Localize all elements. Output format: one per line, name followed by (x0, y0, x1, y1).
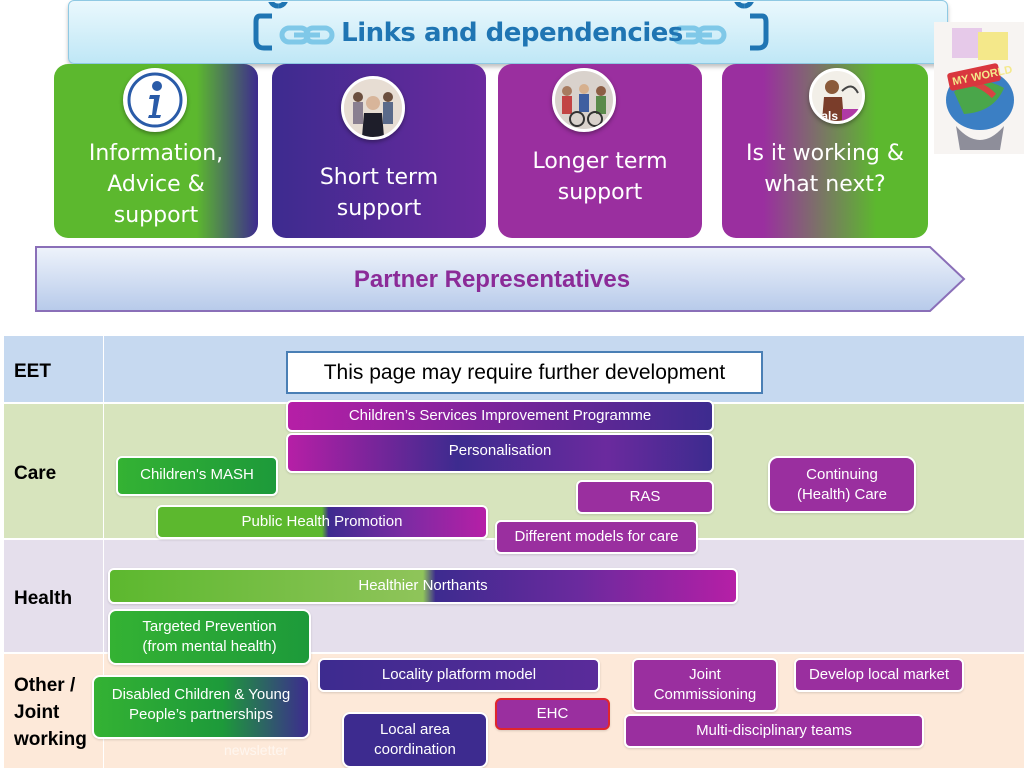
newsletter-text: newsletter (224, 742, 288, 758)
box-mash-label: Children's MASH (140, 466, 254, 483)
stage-card-what-next: Is it working & what next? (722, 64, 928, 238)
box-ehc: EHC (495, 698, 610, 730)
box-local-area-label-2: coordination (374, 741, 456, 758)
box-healthier-label: Healthier Northants (358, 577, 488, 594)
box-different-models-label: Different models for care (514, 528, 679, 545)
row-header-eet (4, 336, 104, 402)
row-label-health: Health (14, 588, 73, 609)
development-notice: This page may require further developmen… (286, 351, 763, 394)
partner-arrow-label: Partner Representatives (353, 266, 631, 293)
row-header-care (4, 404, 104, 538)
people-photo (341, 76, 405, 140)
row-label-other-2: Joint (14, 702, 60, 723)
box-joint-comm-label-2: Commissioning (653, 686, 757, 703)
group-photo (552, 68, 616, 132)
box-different-models: Different models for care (495, 520, 698, 554)
my-world-sculpture-image: MY WORLD (934, 22, 1024, 154)
row-label-eet: EET (14, 361, 51, 382)
box-ehc-label: EHC (536, 705, 569, 722)
box-healthier-northants: Healthier Northants (108, 568, 738, 604)
box-local-area-coordination: Local area coordination (342, 712, 488, 768)
box-public-health-label: Public Health Promotion (241, 513, 403, 530)
box-targeted-prevention: Targeted Prevention (from mental health) (108, 609, 311, 665)
row-label-other-1: Other / (14, 675, 76, 696)
box-personalisation: Personalisation (286, 433, 714, 473)
box-continuing-label-1: Continuing (806, 465, 878, 483)
row-header-health (4, 540, 104, 652)
box-targeted-label-2: (from mental health) (142, 638, 277, 655)
info-icon (123, 68, 187, 132)
stage-label-short-term: Short term support (319, 165, 439, 221)
row-label-care: Care (14, 463, 57, 484)
goals-photo: oals (809, 68, 865, 124)
row-label-other-3: working (14, 729, 87, 750)
box-csip: Children’s Services Improvement Programm… (286, 400, 714, 432)
page-title: Links and dependencies (341, 18, 683, 48)
box-ras-label: RAS (629, 488, 661, 505)
title-banner (68, 0, 948, 64)
box-multi-label: Multi-disciplinary teams (696, 722, 852, 739)
chain-link-left-icon (253, 2, 335, 51)
box-disabled-label-2: People’s partnerships (129, 706, 273, 723)
partner-arrow (35, 246, 966, 312)
stage-label-information: Information, Advice & support (88, 141, 224, 228)
box-personalisation-label: Personalisation (448, 442, 552, 459)
box-disabled-children: Disabled Children & Young People’s partn… (92, 675, 310, 739)
box-csip-label: Children’s Services Improvement Programm… (348, 407, 652, 424)
box-joint-commissioning: Joint Commissioning (632, 658, 778, 712)
box-local-market: Develop local market (794, 658, 964, 692)
chain-link-right-icon (672, 2, 769, 51)
box-joint-comm-label-1: Joint (689, 666, 721, 683)
stage-label-what-next: Is it working & what next? (745, 141, 905, 197)
box-local-area-label-1: Local area (379, 721, 451, 738)
goals-caption: oals (814, 109, 839, 123)
row-header-other (4, 654, 104, 768)
box-local-market-label: Develop local market (808, 666, 950, 683)
box-continuing-care: Continuing (Health) Care (768, 456, 916, 513)
box-public-health: Public Health Promotion (156, 505, 488, 539)
box-locality-label: Locality platform model (381, 666, 537, 683)
stage-label-longer-term: Longer term support (532, 149, 668, 205)
box-targeted-label-1: Targeted Prevention (142, 618, 277, 635)
box-ras: RAS (576, 480, 714, 514)
box-multi-disciplinary: Multi-disciplinary teams (624, 714, 924, 748)
box-mash: Children's MASH (116, 456, 278, 496)
box-disabled-label-1: Disabled Children & Young (111, 686, 291, 703)
box-locality-platform: Locality platform model (318, 658, 600, 692)
box-continuing-label-2: (Health) Care (796, 485, 888, 503)
